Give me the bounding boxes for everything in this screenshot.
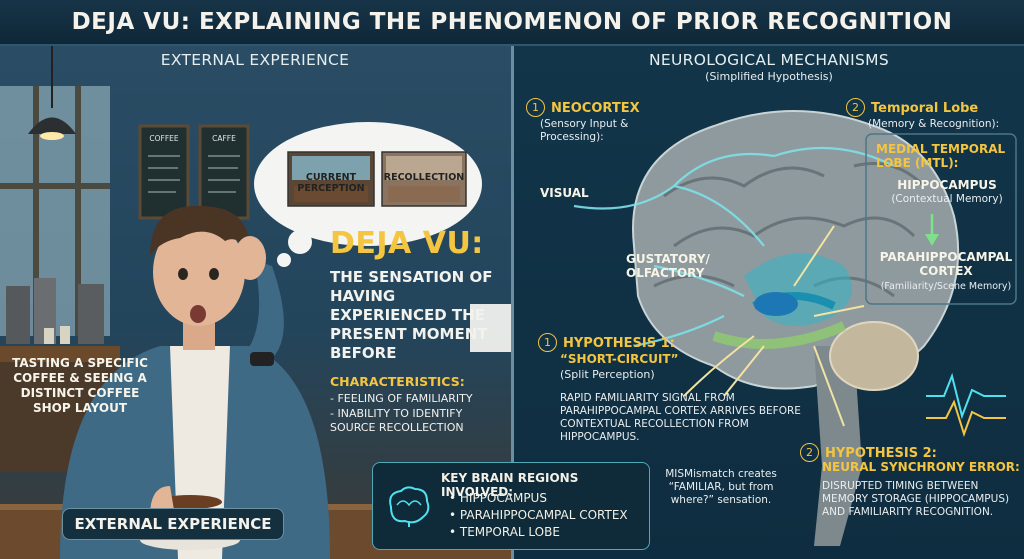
temporal-lobe-label: 2 Temporal Lobe [846,97,1024,117]
page-title: DEJA VU: EXPLAINING THE PHENOMENON OF PR… [71,9,953,35]
temporal-lobe-desc: (Memory & Recognition): [868,118,1000,130]
parahippocampal-desc: (Familiarity/Scene Memory) [880,281,1012,292]
characteristic-item: - FEELING OF FAMILIARITY [330,392,473,405]
right-subheader: (Simplified Hypothesis) [705,70,833,83]
scene-caption: TASTING A SPECIFIC COFFEE & SEEING A DIS… [12,356,148,415]
deja-vu-definition: THE SENSATION OF HAVING EXPERIENCED THE … [330,268,493,362]
hypothesis-1-text: RAPID FAMILIARITY SIGNAL FROM PARAHIPPOC… [560,392,801,443]
gustatory-label: GUSTATORY/ OLFACTORY [626,252,710,280]
right-header: NEUROLOGICAL MECHANISMS [649,51,889,69]
brain-icon [389,486,430,527]
key-region-item: • PARAHIPPOCAMPAL CORTEX [449,508,628,522]
hypothesis-2-title: HYPOTHESIS 2: [825,446,937,461]
number-badge: 2 [846,98,865,117]
external-experience-button[interactable]: EXTERNAL EXPERIENCE [62,508,284,540]
number-badge: 1 [538,333,557,352]
brain-illustration [573,110,1017,546]
cafe-scene-illustration [0,46,512,559]
mismatch-text: MISMismatch creates “FAMILIAR, but from … [665,468,777,506]
hippocampus-label: HIPPOCAMPUS [897,178,997,192]
left-panel: EXTERNAL EXPERIENCE COFFEE CAFFE CURRENT… [0,46,512,559]
menu-sign-caffe: CAFFE [212,134,236,143]
hypothesis-1-name: “SHORT-CIRCUIT” [560,352,679,366]
mtl-title: MEDIAL TEMPORAL LOBE (MTL): [876,142,1006,170]
deja-vu-title: DEJA VU: [330,226,484,261]
hypothesis-1-desc: (Split Perception) [560,368,655,381]
menu-sign-coffee: COFFEE [149,134,179,143]
characteristic-item: - INABILITY TO IDENTIFY SOURCE RECOLLECT… [330,407,464,434]
number-badge: 1 [526,98,545,117]
hypothesis-1-title: HYPOTHESIS 1: [563,336,675,351]
key-regions-box: KEY BRAIN REGIONS INVOLVED: • HIPPOCAMPU… [372,462,650,550]
thought-label-current-perception: CURRENT PERCEPTION [297,172,365,194]
number-badge: 2 [800,443,819,462]
parahippocampal-label: PARAHIPPOCAMPAL CORTEX [879,250,1013,278]
temporal-lobe-title: Temporal Lobe [871,101,979,116]
hypothesis-2-label: 2 HYPOTHESIS 2: [800,442,1024,462]
hypothesis-2-name: NEURAL SYNCHRONY ERROR: [822,460,1020,474]
left-header: EXTERNAL EXPERIENCE [160,51,350,69]
key-region-item: • HIPPOCAMPUS [449,491,547,505]
neocortex-label: 1 NEOCORTEX [526,97,686,117]
hypothesis-1-label: 1 HYPOTHESIS 1: [538,332,738,352]
right-panel: NEUROLOGICAL MECHANISMS (Simplified Hypo… [514,46,1024,559]
panel-divider [511,46,514,559]
title-bar: DEJA VU: EXPLAINING THE PHENOMENON OF PR… [0,0,1024,46]
hypothesis-2-text: DISRUPTED TIMING BETWEEN MEMORY STORAGE … [822,480,1010,518]
thought-label-recollection: RECOLLECTION [383,172,465,183]
hippocampus-desc: (Contextual Memory) [891,193,1003,205]
characteristics-title: CHARACTERISTICS: [330,374,465,389]
neocortex-desc: (Sensory Input & Processing): [540,118,629,143]
key-region-item: • TEMPORAL LOBE [449,525,560,539]
key-regions-title: KEY BRAIN REGIONS INVOLVED: [441,471,579,499]
visual-label: VISUAL [540,186,589,200]
neocortex-title: NEOCORTEX [551,101,640,116]
